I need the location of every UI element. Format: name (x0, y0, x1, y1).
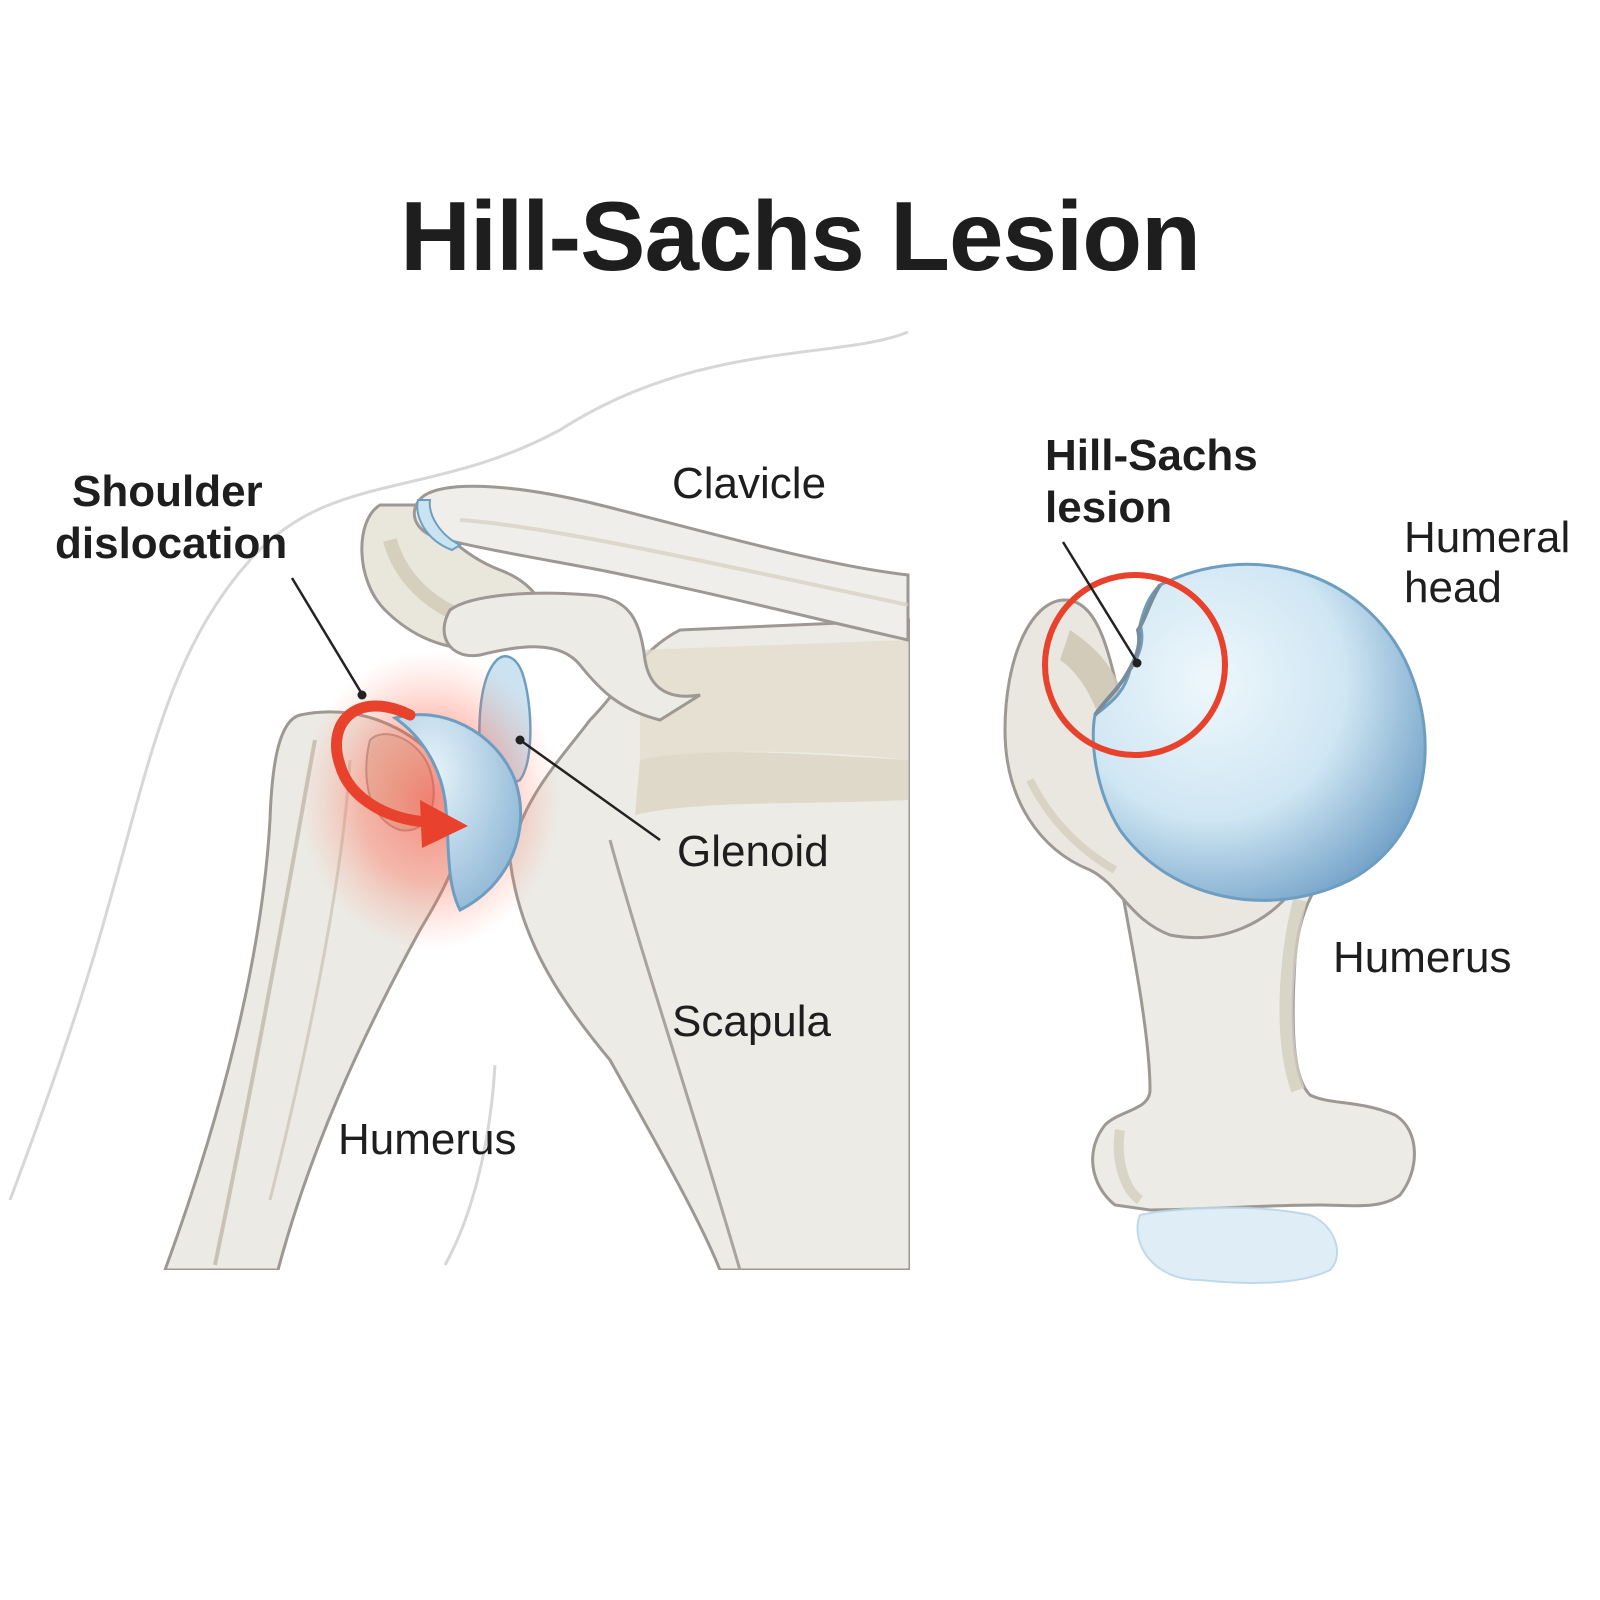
label-clavicle: Clavicle (672, 459, 827, 508)
distal-cartilage (1136, 1206, 1339, 1284)
rotation-arrowhead (420, 800, 468, 848)
torso-line (443, 1064, 497, 1266)
left-shoulder-illustration (8, 330, 910, 1270)
label-right-humerus: Humerus (1333, 933, 1512, 982)
right-humeral-head (1091, 562, 1427, 902)
label-shoulder-line1: Shoulder (72, 467, 263, 516)
left-humeral-head (391, 713, 523, 913)
label-glenoid: Glenoid (677, 827, 829, 876)
ac-joint-cartilage (416, 499, 463, 552)
label-lesion-line1: Hill-Sachs (1045, 431, 1258, 480)
label-humeral-head-line1: Humeral (1404, 513, 1571, 562)
page-title: Hill-Sachs Lesion (400, 181, 1201, 291)
leader-hill-sachs (1061, 541, 1139, 663)
leader-glenoid (519, 738, 661, 842)
rotation-arrow (331, 700, 434, 828)
right-humerus-illustration (1003, 562, 1427, 1284)
label-scapula: Scapula (672, 997, 832, 1046)
label-shoulder-line2: dislocation (55, 519, 288, 568)
lesion-notch (1093, 583, 1162, 717)
lesion-highlight-circle (1042, 572, 1228, 758)
label-lesion-line2: lesion (1045, 483, 1173, 532)
scapula-shade (635, 752, 908, 815)
leader-shoulder-dislocation (290, 577, 364, 695)
body-outline (8, 330, 909, 1201)
coracoid (442, 591, 701, 722)
label-left-humerus: Humerus (338, 1115, 517, 1164)
label-humeral-head-line2: head (1404, 563, 1502, 612)
